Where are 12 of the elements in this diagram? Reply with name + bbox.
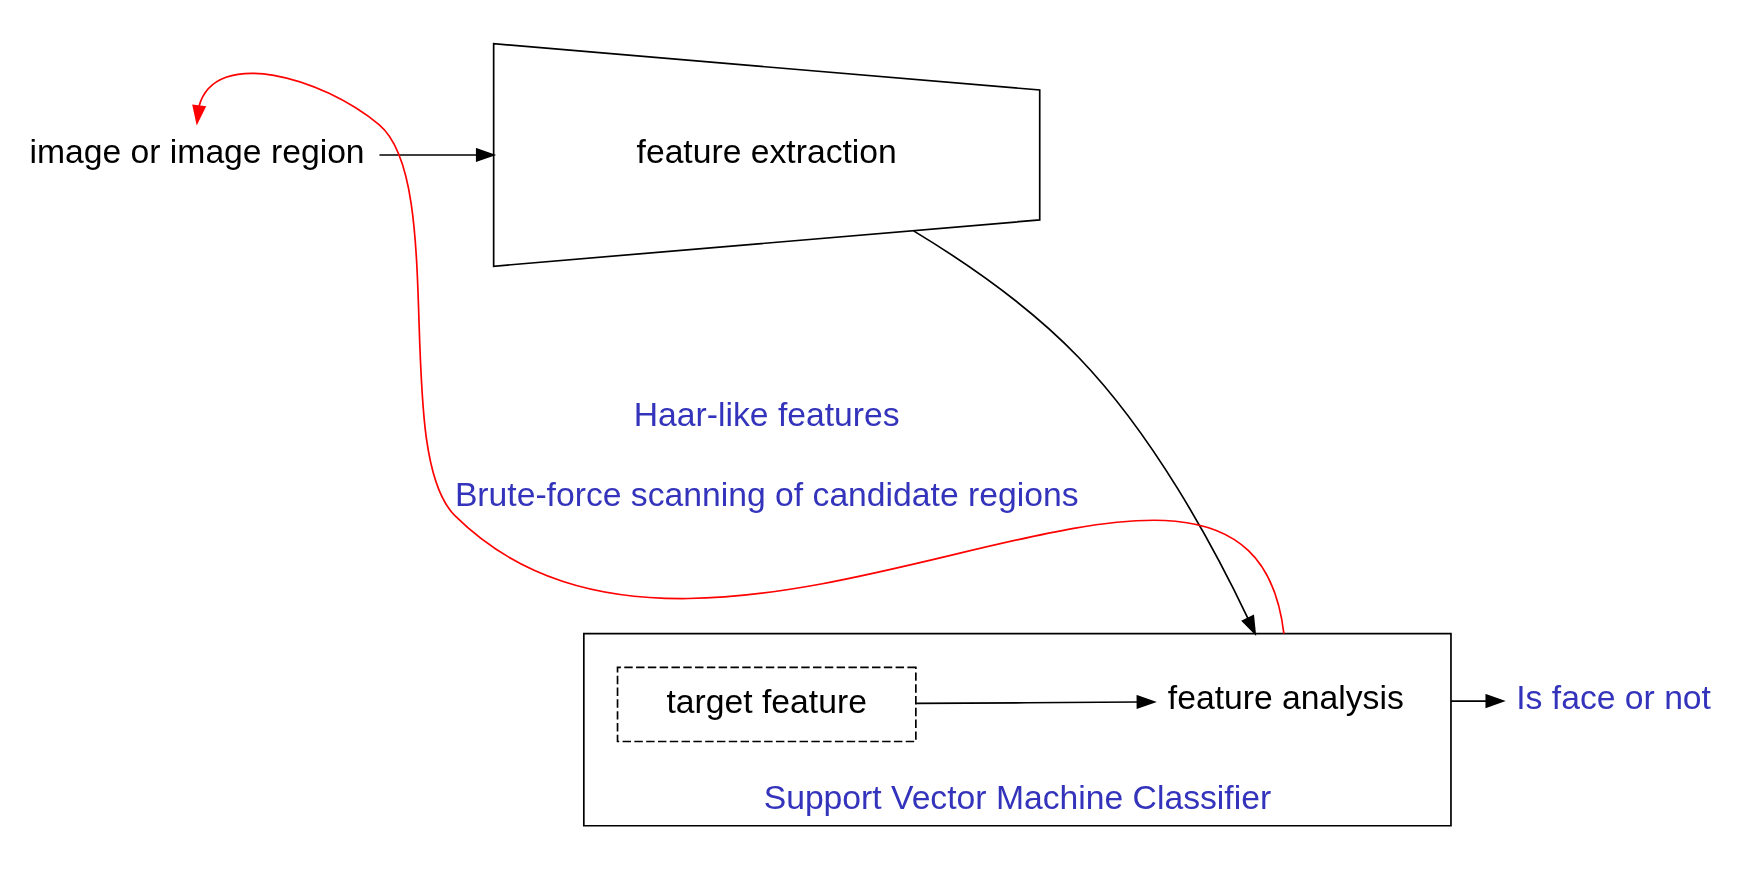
arrow: [912, 229, 1257, 636]
node-box: feature extraction: [492, 42, 1041, 267]
arrow: [378, 147, 497, 162]
node-box: target feature: [616, 666, 917, 742]
node-text: image or image region: [29, 131, 365, 170]
arrow: [192, 72, 1285, 634]
node-label: Haar-like features: [633, 394, 900, 433]
node-text: feature analysis: [1167, 677, 1404, 716]
node-text: Is face or not: [1516, 677, 1711, 716]
arrow: [1450, 693, 1506, 708]
arrow: [915, 694, 1157, 709]
edge-label: Brute-force scanning of candidate regions: [454, 474, 1079, 513]
